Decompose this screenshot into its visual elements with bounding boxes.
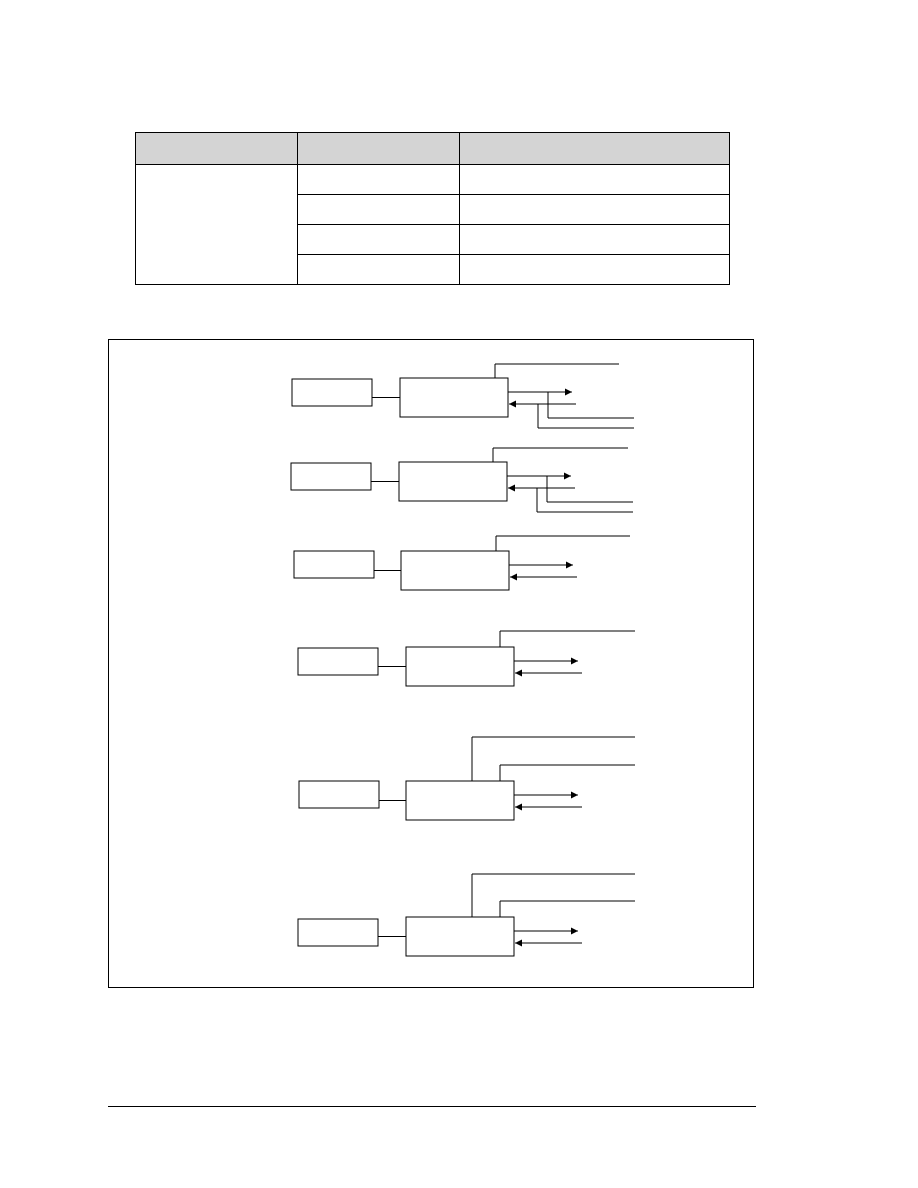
source-block bbox=[291, 378, 373, 407]
source-block bbox=[298, 780, 380, 809]
table-cell bbox=[297, 224, 460, 255]
processing-block bbox=[405, 780, 515, 821]
table-cell bbox=[297, 254, 460, 285]
processing-block bbox=[405, 646, 515, 687]
source-block bbox=[290, 462, 372, 491]
diagram-stage bbox=[297, 630, 635, 687]
table-group-cell bbox=[135, 164, 298, 285]
table-row bbox=[136, 254, 730, 285]
footer-rule bbox=[108, 1106, 756, 1107]
diagram-stage bbox=[293, 535, 630, 591]
table-header-row bbox=[135, 132, 730, 165]
table-cell bbox=[459, 164, 730, 195]
source-block bbox=[297, 647, 379, 676]
processing-block bbox=[405, 916, 515, 957]
diagram-stage bbox=[290, 447, 633, 513]
table-header-cell bbox=[459, 132, 730, 165]
processing-block bbox=[398, 461, 508, 502]
diagram-stage bbox=[298, 736, 635, 821]
block-diagram-frame bbox=[108, 339, 754, 988]
diagram-stage bbox=[297, 873, 635, 957]
source-block bbox=[293, 550, 375, 579]
table-cell bbox=[459, 254, 730, 285]
table-cell bbox=[459, 194, 730, 225]
table-header-cell bbox=[297, 132, 460, 165]
diagram-stages bbox=[290, 363, 635, 957]
source-block bbox=[297, 918, 379, 947]
processing-block bbox=[399, 377, 509, 418]
processing-block bbox=[400, 550, 510, 591]
table-cell bbox=[297, 164, 460, 195]
table-cell bbox=[297, 194, 460, 225]
table-row bbox=[135, 164, 730, 285]
diagram-stage bbox=[291, 363, 634, 429]
table-cell bbox=[459, 224, 730, 255]
table-header-cell bbox=[135, 132, 298, 165]
block-diagram bbox=[290, 363, 635, 957]
spec-table bbox=[135, 132, 730, 285]
